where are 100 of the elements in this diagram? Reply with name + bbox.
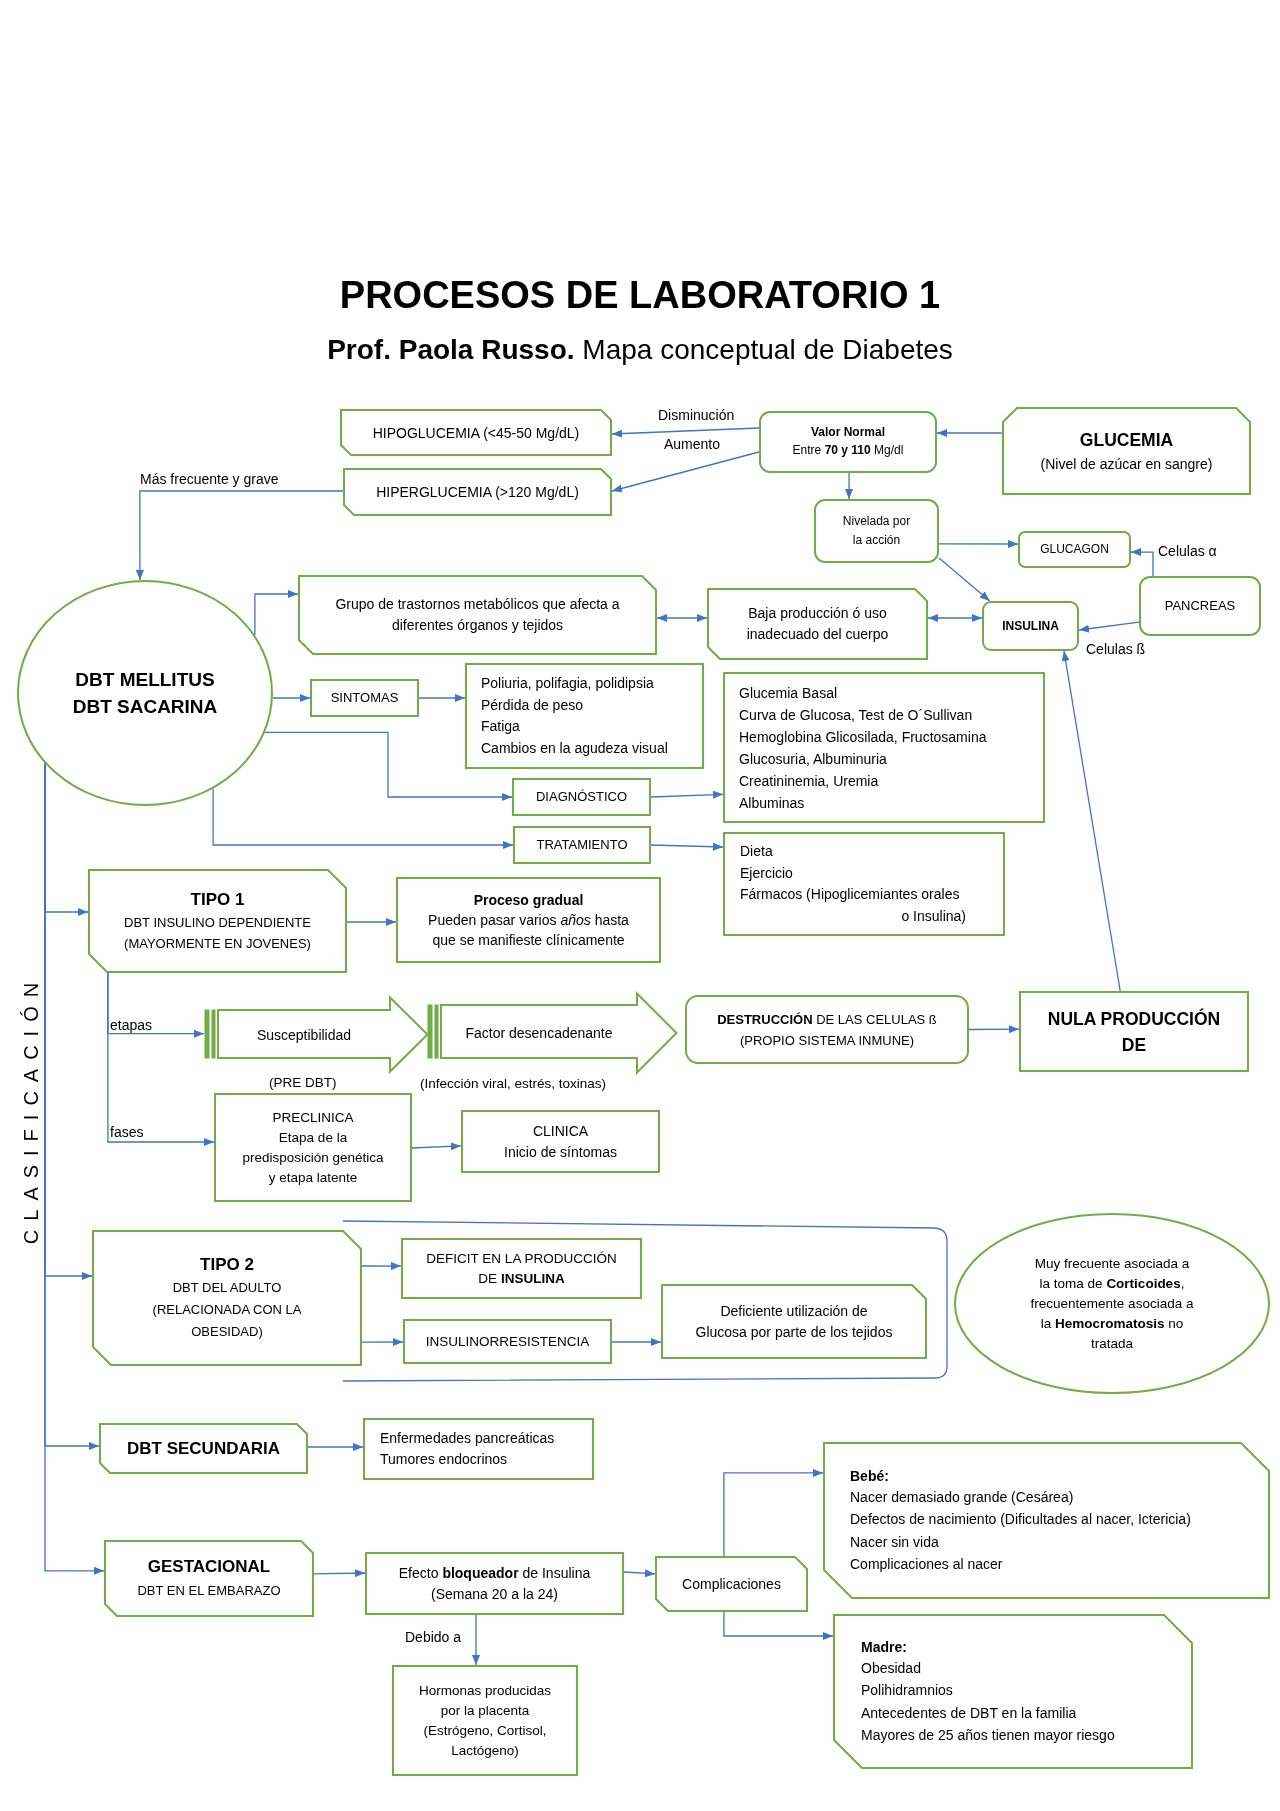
concept-box	[340, 409, 612, 456]
concept-ellipse	[954, 1213, 1270, 1394]
edge-label: Aumento	[664, 436, 721, 452]
node-title: TIPO 2	[200, 1254, 254, 1276]
node-title: GLUCEMIA	[1079, 428, 1174, 452]
concept-box	[343, 468, 612, 516]
concept-box	[465, 663, 704, 769]
concept-box	[401, 1238, 642, 1299]
edge-label: etapas	[110, 1017, 153, 1033]
arrow	[650, 842, 724, 851]
node-title: GESTACIONAL	[147, 1556, 271, 1578]
edge-label: Celulas α	[1158, 543, 1217, 559]
node-text: Factor desencadenante	[465, 1024, 613, 1043]
subtitle: Prof. Paola Russo. Mapa conceptual de Diabetes	[327, 333, 953, 367]
list-item: Obesidad	[861, 1658, 921, 1678]
concept-box	[363, 1418, 594, 1480]
node-text: SINTOMAS	[330, 689, 399, 707]
node-caption: (PRE DBT)	[269, 1075, 337, 1091]
node-text: Nivelada por la acción	[841, 513, 912, 549]
node-title: DBT SECUNDARIA	[127, 1437, 280, 1460]
arrow	[1078, 621, 1140, 633]
concept-box	[512, 778, 651, 816]
concept-box	[833, 1614, 1193, 1769]
arrow	[938, 539, 1019, 548]
arrow	[135, 490, 344, 581]
node-title: Proceso gradual	[473, 890, 584, 910]
node-title: Valor Normal	[811, 424, 885, 441]
title: PROCESOS DE LABORATORIO 1	[339, 273, 941, 318]
list-item: Pérdida de peso	[481, 695, 583, 715]
list-item: Nacer demasiado grande (Cesárea)	[850, 1487, 1074, 1507]
concept-box	[461, 1110, 660, 1173]
node-text: Deficiente utilización de Glucosa por parte de los tejidos	[694, 1301, 894, 1342]
arrow	[418, 694, 466, 702]
node-text: (MAYORMENTE EN JOVENES)	[124, 935, 311, 953]
list-item: Hemoglobina Glicosilada, Fructosamina	[739, 727, 987, 747]
concept-box	[823, 1442, 1270, 1599]
list-item: Defectos de nacimiento (Dificultades al nacer, Ictericia)	[850, 1510, 1191, 1529]
node-caption: (Infección viral, estrés, toxinas)	[420, 1076, 607, 1092]
rounded-box	[814, 499, 939, 563]
arrow	[346, 918, 397, 926]
arrow	[936, 429, 1003, 437]
node-text: Inicio de síntomas	[504, 1142, 617, 1162]
node-title: DBT SACARINA	[72, 695, 218, 719]
edge-label: Más frecuente y grave	[140, 471, 279, 487]
list-item: Nacer sin vida	[850, 1532, 939, 1552]
concept-box	[513, 826, 651, 864]
list-item: Fármacos (Hipoglicemiantes orales o Insulina)	[740, 885, 966, 926]
node-title: DBT MELLITUS	[75, 668, 215, 692]
node-text: Baja producción ó uso inadecuado del cuerpo	[745, 604, 890, 644]
list-item: Enfermedades pancreáticas	[380, 1429, 555, 1448]
list-item: Glucemia Basal	[739, 683, 838, 703]
node-text: TRATAMIENTO	[536, 836, 628, 854]
concept-box	[403, 1319, 612, 1364]
rounded-box	[685, 995, 969, 1064]
arrow	[611, 1338, 662, 1346]
concept-box	[310, 679, 419, 717]
node-text: Grupo de trastornos metabólicos que afecta a diferentes órganos y tejidos	[334, 595, 621, 635]
node-text: DEFICIT EN LA PRODUCCIÓN DE INSULINA	[425, 1249, 618, 1288]
node-text: DBT EN EL EMBARAZO	[137, 1582, 281, 1600]
node-text: HIPOGLUCEMIA (<45-50 Mg/dL)	[372, 423, 580, 443]
node-text: INSULINORRESISTENCIA	[425, 1333, 590, 1351]
concept-box	[92, 1230, 362, 1366]
arrow	[272, 694, 311, 702]
concept-box	[1002, 407, 1251, 495]
arrow	[212, 788, 514, 849]
arrow	[611, 427, 760, 438]
list-item: Tumores endocrinos	[380, 1450, 508, 1469]
arrow	[845, 472, 854, 500]
list-item: Ejercicio	[740, 863, 793, 883]
concept-box	[723, 672, 1045, 823]
concept-box	[655, 1556, 808, 1612]
arrow	[1130, 548, 1154, 577]
arrow	[968, 1025, 1020, 1034]
node-text: PANCREAS	[1164, 597, 1236, 615]
list-item: Fatiga	[481, 717, 520, 736]
arrow	[472, 1614, 480, 1666]
arrow	[650, 790, 724, 799]
rounded-box	[1018, 531, 1131, 568]
node-text: Efecto bloqueador de Insulina	[398, 1563, 591, 1583]
node-text: DBT DEL ADULTO	[172, 1279, 282, 1297]
arrow	[107, 972, 215, 1146]
node-text: (PROPIO SISTEMA INMUNE)	[739, 1031, 915, 1050]
list-heading: Madre:	[861, 1637, 907, 1657]
node-text: Muy frecuente asociada a la toma de Corticoides, frecuentemente asociada a la Hemocromatosis no tratada	[1029, 1254, 1195, 1353]
arrow	[307, 1443, 364, 1451]
node-text: Hormonas producidas por la placenta (Estrógeno, Cortisol, Lactógeno)	[417, 1681, 553, 1760]
side-label: CLASIFICACIÓN	[21, 972, 41, 1247]
node-text: Complicaciones	[682, 1575, 781, 1594]
block-arrow	[204, 996, 429, 1073]
arrow	[313, 1569, 366, 1578]
arrow	[264, 731, 513, 801]
node-text: (RELACIONADA CON LA OBESIDAD)	[151, 1301, 303, 1341]
concept-box	[1019, 991, 1249, 1072]
list-item: Polihidramnios	[861, 1681, 953, 1700]
double-arrow	[927, 614, 983, 622]
edge-label: Debido a	[405, 1629, 462, 1645]
arrow	[723, 1611, 834, 1640]
rounded-box	[982, 601, 1079, 651]
rounded-box	[759, 411, 937, 473]
list-item: Creatininemia, Uremia	[739, 771, 879, 791]
